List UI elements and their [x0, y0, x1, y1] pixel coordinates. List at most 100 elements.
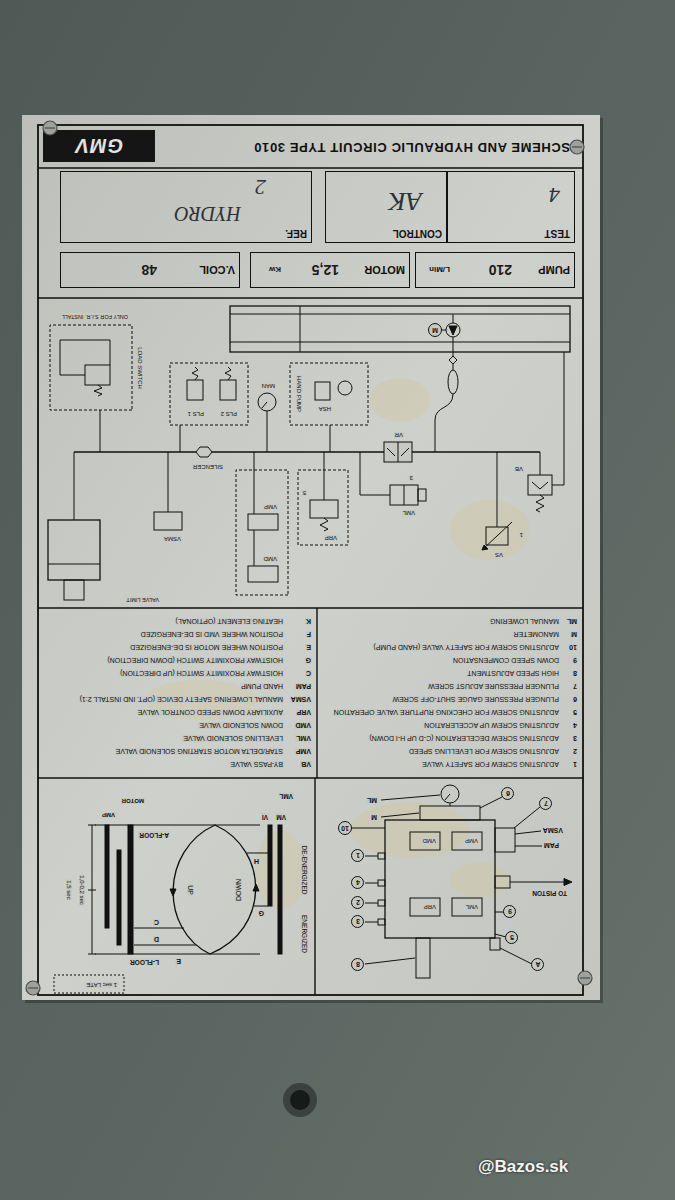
screw: [578, 971, 592, 985]
hydraulic-schematic: [446, 323, 460, 337]
speed-diagram: [88, 890, 96, 891]
signal-name: VMP: [101, 812, 116, 818]
legend-text: PLUNGER PRESSURE ADJUST SCREW: [427, 683, 560, 690]
legend-code: 5: [572, 709, 578, 716]
speed-diagram: [254, 906, 268, 907]
screw: [43, 121, 57, 135]
note: ONLY FOR S.I.R. INSTALL: [61, 314, 129, 320]
legend-text: LEVELLING SOLENOID VALVE: [182, 735, 284, 742]
hydraulic-schematic: [50, 325, 132, 410]
hydraulic-schematic: [315, 382, 330, 400]
hydraulic-schematic: [330, 425, 331, 452]
legend-code: 8: [572, 670, 578, 677]
hydraulic-schematic: [453, 314, 454, 323]
legend-text: ADJUSTING SCREW FOR LEVELLING SPEED: [408, 748, 560, 755]
direction-label: DOWN: [235, 878, 242, 902]
screw-slot: [572, 146, 582, 147]
field-name: V.COIL: [199, 264, 235, 275]
plate-frame: [38, 125, 583, 995]
hydraulic-schematic: [449, 356, 457, 364]
legend-text: HOISTWAY PROXIMITY SWITCH (UP DIRECTION): [119, 670, 284, 677]
screw-slot: [580, 977, 590, 978]
field-name: REF.: [285, 228, 307, 238]
handwritten-value: HYDRO: [174, 204, 241, 224]
hydraulic-schematic: [220, 380, 236, 400]
position-letter: D: [153, 936, 160, 943]
speed-diagram: [54, 975, 124, 993]
legend-code: VRP: [296, 709, 312, 716]
speed-diagram: [268, 825, 272, 906]
hydraulic-schematic: [528, 475, 552, 495]
valve-block-drawing: [378, 919, 385, 925]
hydraulic-schematic: [453, 364, 454, 370]
legend-code: 1: [572, 761, 578, 768]
unit: Kw: [269, 265, 281, 273]
plate-frame: [38, 167, 583, 168]
direction-label: UP: [187, 884, 194, 896]
component-label: VRP: [324, 535, 338, 541]
field-value: 210: [489, 263, 512, 277]
watermark: @Bazos.sk: [478, 1158, 568, 1175]
legend-code: G: [305, 657, 312, 664]
valve-block-drawing: [515, 831, 541, 834]
callout-number: 5: [302, 490, 307, 496]
hydraulic-schematic: [60, 340, 110, 375]
speed-diagram: [134, 945, 196, 946]
hydraulic-schematic: [387, 448, 409, 456]
info-box: MOTOR12,5Kw: [250, 252, 410, 288]
speed-diagram: [95, 954, 260, 955]
valve-block-drawing: [365, 958, 415, 964]
speed-diagram: [105, 825, 109, 928]
legend-code: 4: [572, 722, 578, 729]
hydraulic-schematic: [540, 452, 541, 475]
legend-text: HIGH SPEED ADJUSTMENT: [466, 670, 560, 677]
speed-diagram: [54, 825, 282, 993]
hydraulic-schematic: [168, 452, 169, 512]
plate-frame: [316, 608, 317, 778]
hydraulic-schematic: [180, 425, 181, 452]
valve-block-drawing: [445, 794, 450, 800]
floor-label: A-FLOOR: [138, 832, 170, 839]
valve-block-drawing: [452, 898, 482, 916]
legend-text: ADJUSTING SCREW FOR SAFETY VALVE: [421, 761, 560, 768]
component-label: HSA: [318, 406, 332, 412]
component-label: VS: [494, 552, 504, 558]
speed-diagram: [173, 825, 256, 954]
valve-block-drawing: [441, 785, 459, 803]
hydraulic-schematic: [320, 518, 328, 531]
hydraulic-schematic: [154, 512, 182, 530]
solenoid-label: VMD: [422, 838, 437, 844]
component-label: VR: [394, 432, 404, 438]
speed-diagram: [278, 825, 282, 954]
component-label: LOAD SWITCH: [137, 346, 143, 390]
legend-text: ADJUSTING SCREW FOR SAFETY VALVE (HAND P…: [372, 644, 560, 651]
hydraulic-schematic: [196, 447, 212, 457]
plate-surface: [22, 115, 600, 1000]
valve-block-drawing: [365, 883, 378, 884]
hydraulic-schematic: [360, 452, 390, 495]
valve-block-drawing: [352, 828, 385, 829]
valve-block-drawing: [416, 938, 430, 978]
logo-text: GMV: [75, 136, 124, 156]
info-box: V.COIL48: [60, 252, 240, 288]
solenoid-label: VML: [465, 904, 479, 910]
valve-block-drawing: [420, 806, 480, 820]
part-code: M: [370, 814, 378, 821]
field-name: PUMP: [538, 264, 570, 275]
stain: [370, 378, 430, 422]
valve-block-drawing: [480, 797, 502, 808]
component-label: PLS 1: [187, 411, 205, 417]
speed-diagram: [88, 825, 96, 826]
legend-text: HEATING ELEMENT (OPTIONAL): [175, 618, 284, 625]
part-code: PAM: [543, 842, 560, 849]
stain: [450, 862, 510, 898]
legend-text: MANOMETER: [513, 631, 561, 638]
hydraulic-schematic: [404, 485, 405, 505]
hydraulic-schematic: [448, 370, 458, 394]
position-letter: G: [258, 910, 265, 917]
legend-text: MANUAL LOWERING: [489, 618, 560, 625]
floor-label: L-FLOOR: [129, 959, 160, 966]
valve-block-drawing: [564, 879, 572, 886]
legend-text: AUXILIARY DOWN SPEED CONTROL VALVE: [137, 709, 284, 716]
